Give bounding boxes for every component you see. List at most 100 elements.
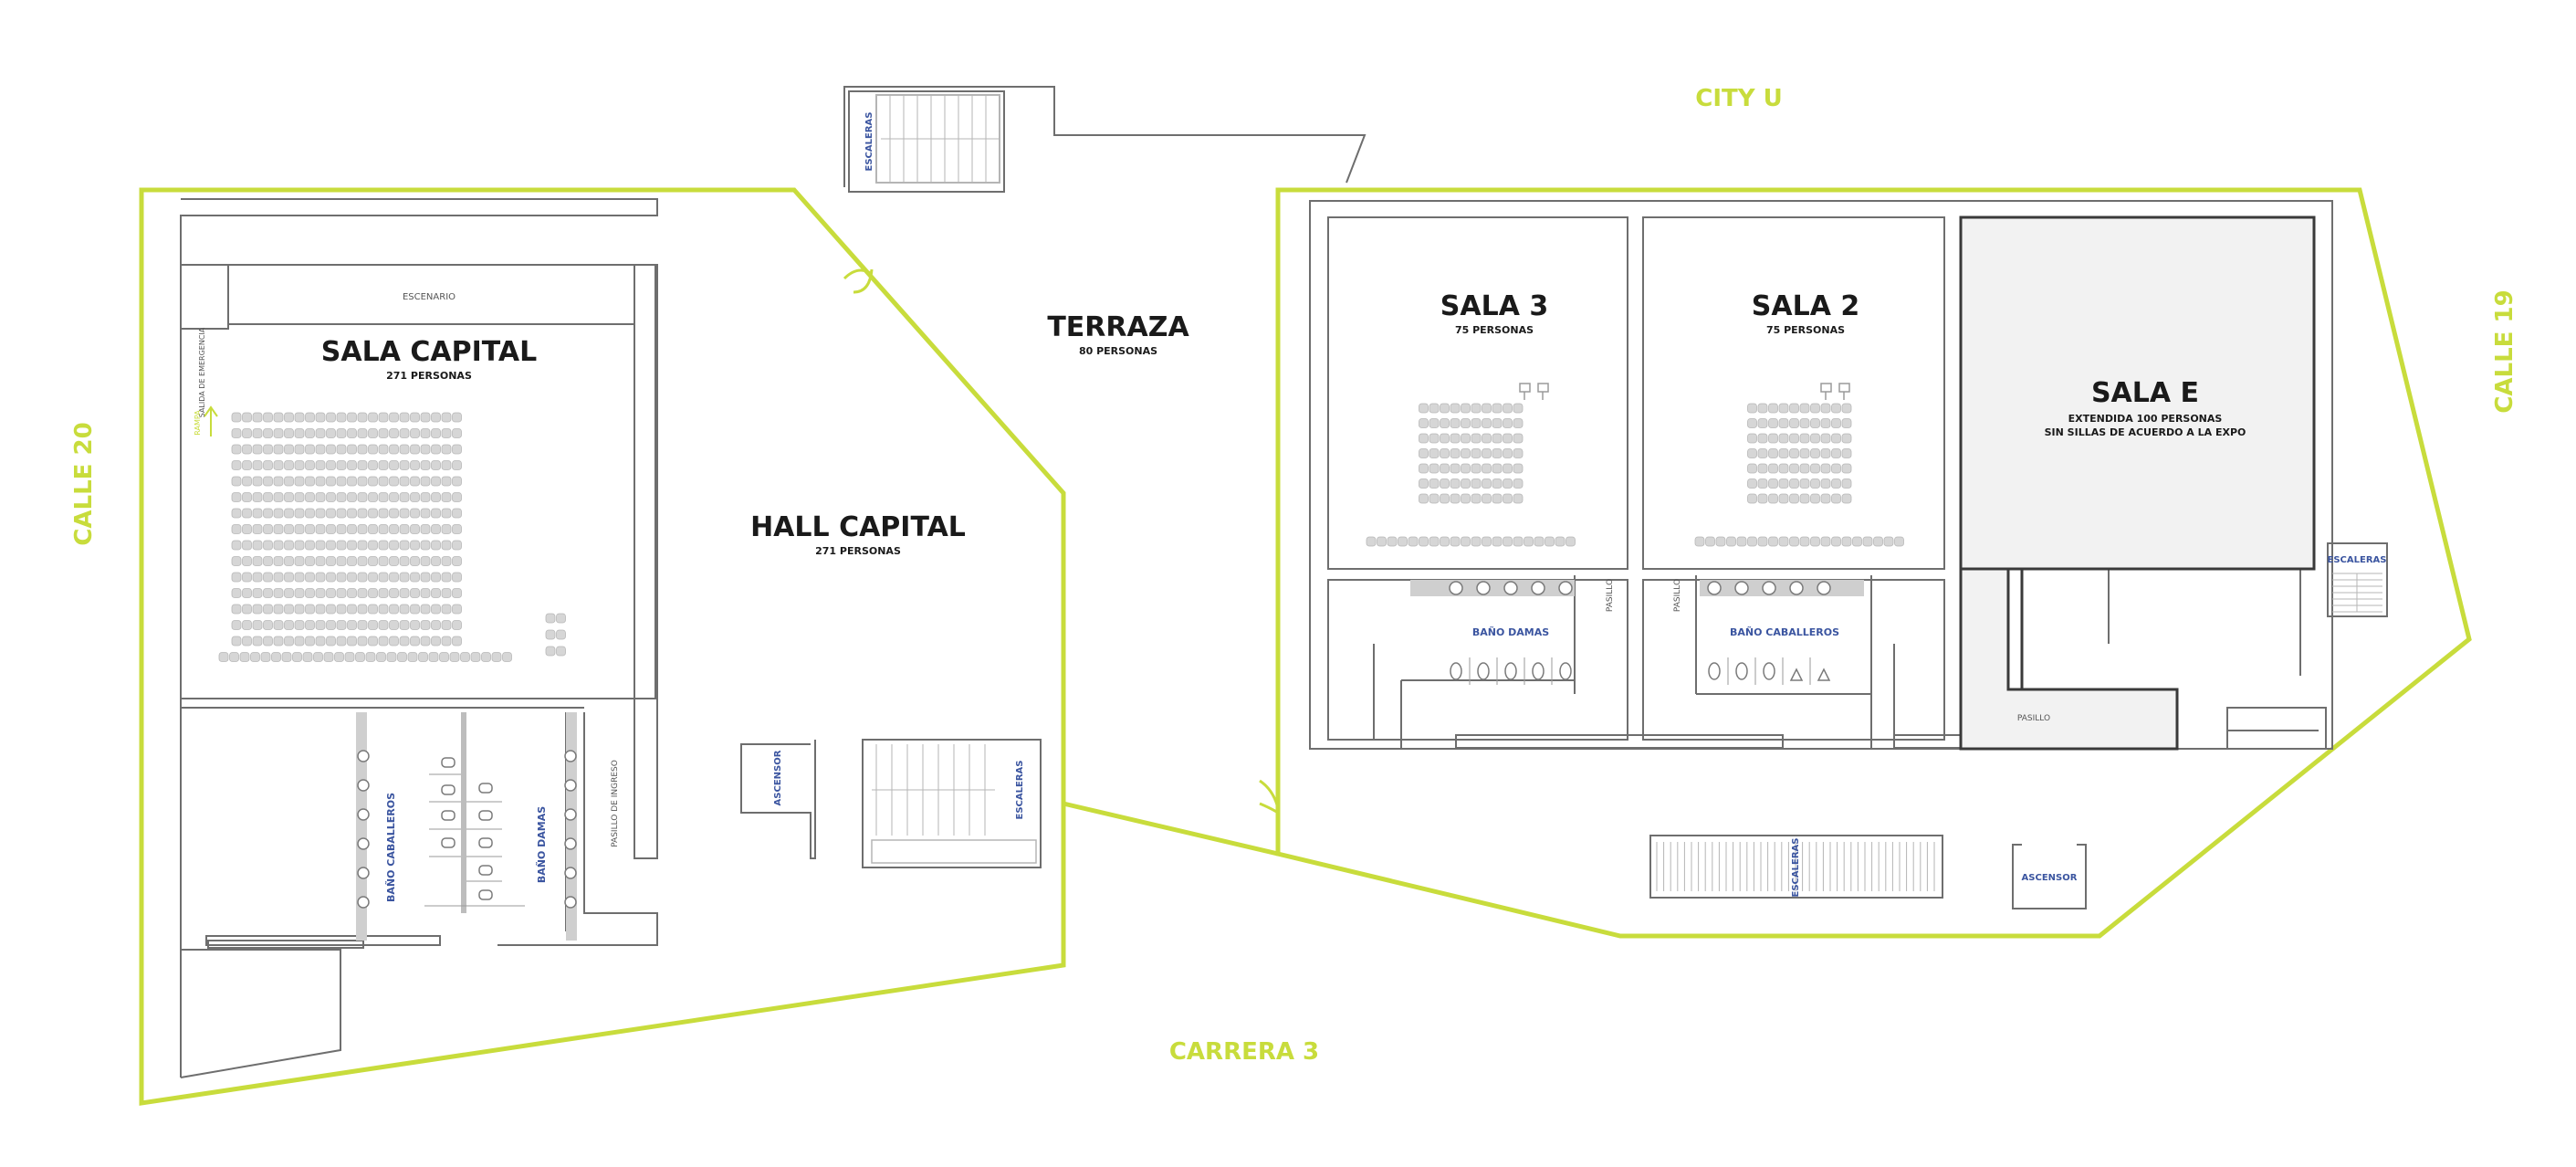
seat (252, 444, 263, 455)
seat (410, 412, 420, 423)
seat (294, 492, 305, 502)
sala-capital-seating (218, 412, 566, 662)
seat (284, 476, 294, 487)
seat (294, 508, 305, 519)
seat (357, 524, 368, 534)
sala-e-room (1959, 216, 2316, 571)
seat (1429, 418, 1440, 428)
seat (252, 460, 263, 470)
sala-capital-capacity: 271 PERSONAS (386, 370, 472, 382)
terraza-capacity: 80 PERSONAS (1079, 345, 1157, 357)
seat (357, 620, 368, 630)
seat (1841, 403, 1852, 414)
seat (1789, 463, 1799, 474)
seat (1513, 493, 1524, 504)
seat (1799, 418, 1810, 428)
seat (1450, 463, 1461, 474)
seat (294, 460, 305, 470)
seat (1810, 478, 1820, 489)
seat (399, 492, 410, 502)
seat (1555, 536, 1565, 547)
seat (410, 572, 420, 583)
seat (1503, 478, 1513, 489)
street-city-u: CITY U (1695, 85, 1782, 112)
seat (305, 540, 315, 551)
seat (273, 412, 284, 423)
seat (305, 524, 315, 534)
seat (545, 613, 556, 624)
seat (231, 636, 242, 647)
ascensor-label-east: ASCENSOR (2022, 873, 2078, 883)
sala-e-line-2: SIN SILLAS DE ACUERDO A LA EXPO (2045, 426, 2246, 438)
sala-e-title: SALA E (2091, 377, 2199, 409)
seat (1461, 536, 1471, 547)
seat (378, 588, 389, 598)
seat (315, 444, 326, 455)
north-stair-treads (881, 95, 1000, 183)
seat (460, 652, 470, 662)
seat (294, 412, 305, 423)
seat (410, 620, 420, 630)
seat (1513, 433, 1524, 444)
seat (420, 572, 431, 583)
seat (1492, 463, 1503, 474)
seat (1450, 403, 1461, 414)
seat (231, 508, 242, 519)
seat (357, 508, 368, 519)
seat (326, 460, 336, 470)
restroom-fixture-bar (1410, 580, 1575, 596)
seat (347, 540, 357, 551)
seat (252, 556, 263, 566)
seat (1831, 493, 1841, 504)
seat (431, 444, 441, 455)
seat (326, 444, 336, 455)
seat (378, 556, 389, 566)
seat (431, 540, 441, 551)
seat (378, 620, 389, 630)
seat (1757, 536, 1768, 547)
sala-2-capacity: 75 PERSONAS (1766, 324, 1845, 336)
seat (368, 492, 378, 502)
seat (263, 572, 273, 583)
seat (1747, 536, 1757, 547)
seat (231, 572, 242, 583)
seat (1461, 493, 1471, 504)
seat (336, 524, 347, 534)
seat (1450, 448, 1461, 458)
seat (239, 652, 250, 662)
hall-stair-treads (872, 744, 995, 836)
seat (284, 620, 294, 630)
seat (336, 492, 347, 502)
seat (452, 444, 462, 455)
seat (273, 540, 284, 551)
seat (545, 646, 556, 657)
seat (284, 572, 294, 583)
seat (378, 636, 389, 647)
seat (1789, 478, 1799, 489)
seat (357, 556, 368, 566)
seat (357, 492, 368, 502)
seat (1429, 493, 1440, 504)
seat (1757, 478, 1768, 489)
seat (1482, 433, 1492, 444)
seat (1471, 418, 1482, 428)
seat (336, 620, 347, 630)
hall-stair-outline (862, 739, 1042, 868)
seat (441, 492, 452, 502)
seat (452, 636, 462, 647)
seat (1492, 433, 1503, 444)
seat (273, 492, 284, 502)
seat (441, 460, 452, 470)
seat (431, 476, 441, 487)
seat (1492, 478, 1503, 489)
seat (1492, 536, 1503, 547)
seat (1705, 536, 1715, 547)
toilet-fixtures (1450, 662, 1831, 681)
seat (326, 540, 336, 551)
seat (410, 476, 420, 487)
seat (1503, 448, 1513, 458)
seat (252, 476, 263, 487)
seat (420, 476, 431, 487)
seat (399, 412, 410, 423)
seat (1450, 433, 1461, 444)
